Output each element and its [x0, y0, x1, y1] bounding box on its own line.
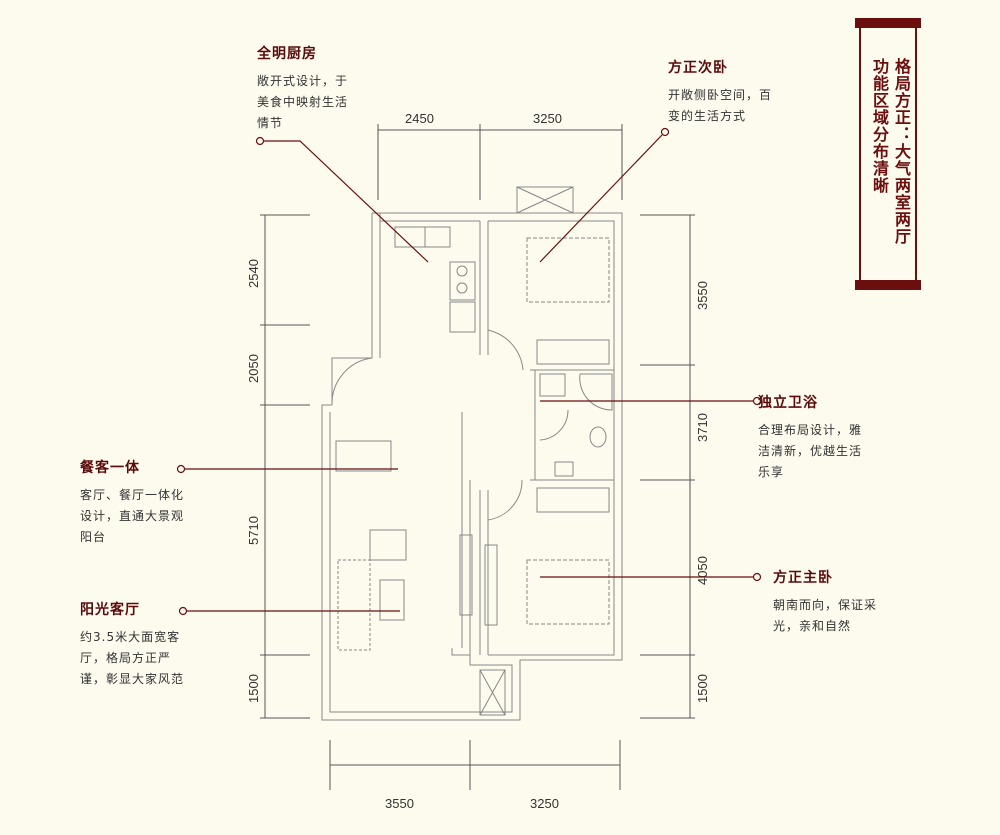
dim-bottom-2: 3250 [530, 796, 559, 811]
room-title: 餐客一体 [80, 460, 140, 476]
room-desc: 敞开式设计，于 美食中映射生活 情节 [257, 74, 349, 130]
room-kitchen: 全明厨房敞开式设计，于 美食中映射生活 情节 [257, 44, 348, 134]
room-living: 阳光客厅约3.5米大面宽客 厅，格局方正严 谨，彰显大家风范 [80, 600, 184, 690]
dimension-lines [260, 124, 695, 790]
room-title: 全明厨房 [257, 46, 317, 62]
room-second-bedroom: 方正次卧开敞侧卧空间，百 变的生活方式 [668, 58, 772, 127]
dim-left-2: 2050 [246, 354, 261, 383]
dim-top-2: 3250 [533, 111, 562, 126]
dim-bottom-1: 3550 [385, 796, 414, 811]
dim-right-1: 3550 [695, 281, 710, 310]
room-dining-living: 餐客一体客厅、餐厅一体化 设计，直通大景观 阳台 [80, 458, 184, 548]
room-title: 方正主卧 [773, 570, 833, 586]
room-title: 方正次卧 [668, 60, 728, 76]
dim-left-4: 1500 [246, 674, 261, 703]
banner-top-bar [855, 18, 921, 28]
room-desc: 合理布局设计，雅 洁清新，优越生活 乐享 [758, 423, 863, 479]
dim-top-1: 2450 [405, 111, 434, 126]
room-desc: 朝南而向，保证采 光，亲和自然 [773, 598, 878, 633]
walls [321, 186, 623, 721]
room-desc: 客厅、餐厅一体化 设计，直通大景观 阳台 [80, 488, 185, 544]
banner-bottom-bar [855, 280, 921, 290]
banner-line-2: 功能区域分布清晰 [870, 58, 889, 194]
dim-right-2: 3710 [695, 413, 710, 442]
room-master-bedroom: 方正主卧朝南而向，保证采 光，亲和自然 [773, 568, 877, 637]
room-desc: 约3.5米大面宽客 厅，格局方正严 谨，彰显大家风范 [80, 630, 185, 686]
room-bathroom: 独立卫浴合理布局设计，雅 洁清新，优越生活 乐享 [758, 393, 862, 483]
title-banner: 格局方正：大气两室两厅 功能区域分布清晰 [855, 18, 921, 290]
room-title: 独立卫浴 [758, 395, 818, 411]
room-desc: 开敞侧卧空间，百 变的生活方式 [668, 88, 773, 123]
dim-right-4: 1500 [695, 674, 710, 703]
room-title: 阳光客厅 [80, 602, 140, 618]
dim-left-1: 2540 [246, 259, 261, 288]
dim-left-3: 5710 [246, 516, 261, 545]
leader-lines [176, 127, 762, 616]
banner-line-1: 格局方正：大气两室两厅 [892, 58, 911, 245]
dim-right-3: 4050 [695, 556, 710, 585]
